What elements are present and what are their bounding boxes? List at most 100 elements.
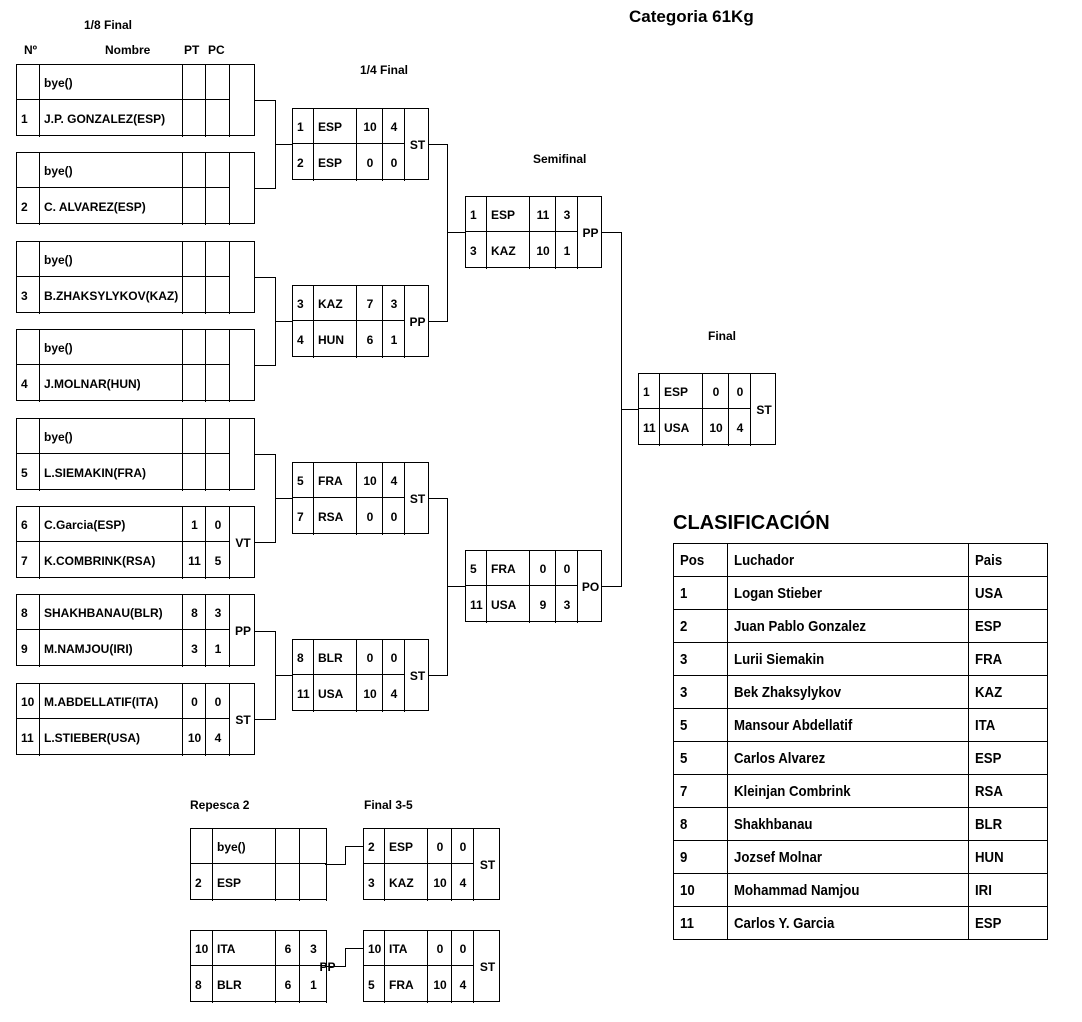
entry-name: BLR [217,977,242,992]
entry-no: 1 [21,111,28,126]
cell-separator [182,419,183,491]
entry-pc: 0 [214,517,222,532]
connector-line [447,232,466,233]
cell-separator [39,507,40,579]
header-wrestler: Luchador [726,543,970,577]
connector-line [254,542,275,543]
cell-separator [39,242,40,314]
entry-no: 3 [368,875,375,890]
entry-no: 11 [643,420,656,435]
classification-wrestler-name: Shakhbanau [726,807,970,841]
entry-name: M.ABDELLATIF(ITA) [44,694,159,709]
entry-pc [206,153,230,188]
entry-pc [206,188,230,225]
entry-name: L.STIEBER(USA) [44,730,140,745]
classification-position: 10 [673,873,728,907]
entry-pt: 10 [187,730,202,745]
entry-pt [183,454,206,491]
match-result: ST [235,713,251,727]
header-pos: Pos [673,543,728,577]
connector-line [275,498,293,499]
entry-pc [206,65,230,100]
connector-line [275,144,293,145]
cell-separator [39,684,40,756]
connector-line [275,321,293,322]
cell-separator [229,507,230,579]
cell-separator [577,551,578,623]
cell-separator [313,286,314,358]
cell-separator [229,419,230,491]
entry-pc: 1 [390,332,398,347]
entry-pc: 4 [214,730,222,745]
cell-separator [384,931,385,1003]
classification-position: 3 [673,675,728,709]
match-result: PP [582,226,599,240]
match-result: ST [409,492,426,506]
cell-separator [486,551,487,623]
entry-pc: 3 [310,941,317,956]
cell-separator [229,242,230,314]
entry-pc: 0 [736,384,744,399]
entry-pt: 1 [191,517,198,532]
entry-name: bye() [44,75,73,90]
cell-separator [182,153,183,225]
entry-name: KAZ [389,875,414,890]
row-separator [639,408,751,409]
cell-separator [205,684,206,756]
classification-wrestler-name: Carlos Y. Garcia [726,906,970,940]
entry-pc: 1 [310,977,317,992]
entry-no [21,330,40,365]
cell-separator [39,65,40,137]
entry-pc: 4 [390,119,398,134]
entry-name: ITA [389,941,408,956]
entry-pt: 0 [366,155,374,170]
entry-pt: 10 [433,977,447,992]
entry-name: ESP [664,384,689,399]
classification-header-row: Pos Luchador Pais [673,543,1048,577]
connector-line [447,498,448,676]
entry-pt: 10 [363,686,377,701]
entry-pc: 0 [390,155,398,170]
entry-pt [183,188,206,225]
classification-country: HUN [968,840,1048,874]
cell-separator [182,684,183,756]
connector-line [428,675,447,676]
cell-separator [182,507,183,579]
connector-line [428,144,447,145]
classification-position: 1 [673,576,728,610]
classification-position: 2 [673,609,728,643]
classification-position: 11 [673,906,728,940]
entry-no: 7 [21,553,28,568]
row-separator [17,453,230,454]
match-result: ST [479,960,496,974]
entry-name: FRA [389,977,414,992]
cell-separator [229,595,230,667]
row-separator [17,187,230,188]
entry-no: 10 [195,941,209,956]
entry-name: KAZ [318,296,343,311]
repechage-label: Repesca 2 [190,798,250,812]
entry-pt [183,242,206,277]
entry-name: bye() [44,252,73,267]
cell-separator [205,595,206,667]
row-separator [364,863,474,864]
entry-pc [206,100,230,137]
entry-pt [183,277,206,314]
entry-pc [206,330,230,365]
row-separator [17,718,230,719]
entry-no: 3 [470,243,477,258]
category-title: Categoria 61Kg [629,7,754,26]
entry-pt: 8 [191,605,198,620]
entry-pc: 0 [459,941,467,956]
entry-name: B.ZHAKSYLYKOV(KAZ) [44,288,179,303]
entry-pt: 0 [191,694,198,709]
entry-pt: 0 [539,561,547,576]
